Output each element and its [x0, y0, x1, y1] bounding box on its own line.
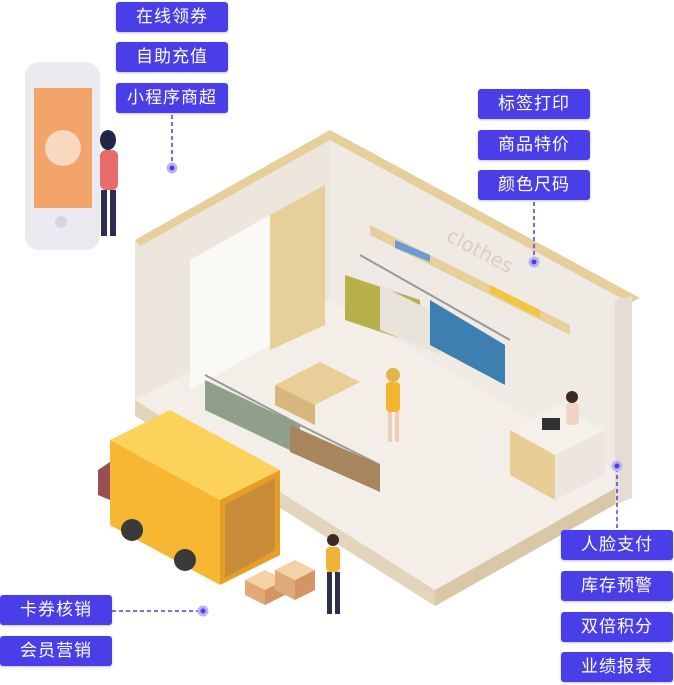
tag-performance-report[interactable]: 业绩报表: [561, 652, 673, 682]
connector-dot: [197, 605, 209, 617]
tag-mini-program-mall[interactable]: 小程序商超: [116, 83, 228, 113]
tag-color-size[interactable]: 颜色尺码: [478, 170, 590, 200]
mini-program-logo-icon: [45, 130, 81, 166]
cashier-figure: [566, 391, 579, 425]
tag-face-payment[interactable]: 人脸支付: [561, 530, 673, 560]
connector-dot: [611, 460, 623, 472]
shopper-figure: [386, 368, 400, 442]
tag-self-recharge[interactable]: 自助充值: [116, 42, 228, 72]
customer-figure: [100, 130, 118, 236]
clothes-rack-back: [345, 240, 540, 385]
delivery-truck: [98, 410, 280, 585]
tag-double-points[interactable]: 双倍积分: [561, 612, 673, 642]
phone-illustration: [25, 62, 100, 250]
store-floor: [135, 300, 630, 590]
tag-coupon-redemption[interactable]: 卡券核销: [0, 595, 112, 625]
back-wall: [330, 130, 630, 480]
boxes: [245, 560, 315, 605]
clothes-rack-front: [204, 374, 381, 492]
connector-dot: [528, 256, 540, 268]
tag-label-printing[interactable]: 标签打印: [478, 89, 590, 119]
tag-member-marketing[interactable]: 会员营销: [0, 636, 112, 666]
tag-inventory-alert[interactable]: 库存预警: [561, 571, 673, 601]
tag-online-coupon[interactable]: 在线领券: [116, 2, 228, 32]
connector-dot: [166, 162, 178, 174]
courier-figure: [326, 534, 340, 614]
tag-special-price[interactable]: 商品特价: [478, 130, 590, 160]
